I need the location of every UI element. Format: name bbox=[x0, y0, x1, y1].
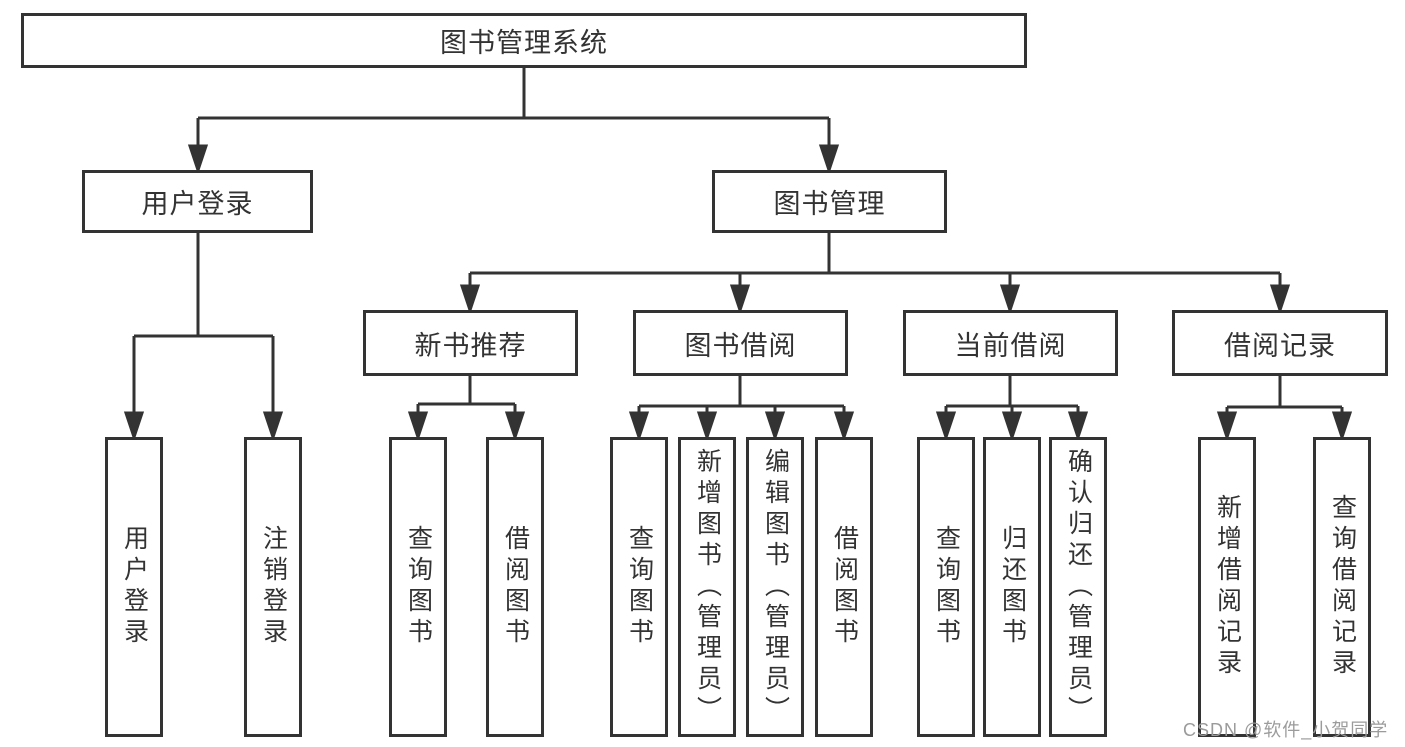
leaf-bb-query-book: 查询图书 bbox=[610, 437, 668, 737]
leaf-cb-confirm-return-admin-label: 确认归还（管理员） bbox=[1064, 447, 1093, 727]
node-book-management-module: 图书管理 bbox=[712, 170, 947, 233]
node-borrow-record-label: 借阅记录 bbox=[1224, 330, 1336, 361]
leaf-bb-edit-book-admin: 编辑图书（管理员） bbox=[746, 437, 804, 737]
connector-root-to-level2 bbox=[187, 68, 840, 175]
leaf-br-query-record-label: 查询借阅记录 bbox=[1328, 494, 1357, 680]
node-book-borrow-label: 图书借阅 bbox=[684, 330, 797, 361]
leaf-bb-edit-book-admin-label: 编辑图书（管理员） bbox=[761, 447, 790, 727]
leaf-bb-borrow-book: 借阅图书 bbox=[815, 437, 873, 737]
leaf-nb-borrow-book: 借阅图书 bbox=[486, 437, 544, 737]
leaf-bb-add-book-admin: 新增图书（管理员） bbox=[678, 437, 736, 737]
connector-new-book-rec-children bbox=[407, 376, 526, 442]
connector-current-borrow-children bbox=[935, 376, 1089, 442]
node-user-login-module-label: 用户登录 bbox=[141, 189, 254, 219]
node-book-management-module-label: 图书管理 bbox=[773, 189, 886, 219]
leaf-nb-borrow-book-label: 借阅图书 bbox=[501, 525, 530, 649]
leaf-cb-query-book-label: 查询图书 bbox=[932, 525, 961, 649]
leaf-cb-query-book: 查询图书 bbox=[917, 437, 975, 737]
node-book-borrow: 图书借阅 bbox=[633, 310, 848, 376]
leaf-bb-query-book-label: 查询图书 bbox=[625, 525, 654, 649]
leaf-user-login: 用户登录 bbox=[105, 437, 163, 737]
leaf-logout-label: 注销登录 bbox=[259, 525, 288, 649]
leaf-bb-add-book-admin-label: 新增图书（管理员） bbox=[693, 447, 722, 727]
leaf-user-login-label: 用户登录 bbox=[120, 525, 149, 649]
connector-book-mgmt-children bbox=[459, 233, 1291, 315]
leaf-cb-confirm-return-admin: 确认归还（管理员） bbox=[1049, 437, 1107, 737]
leaf-cb-return-book: 归还图书 bbox=[983, 437, 1041, 737]
node-user-login-module: 用户登录 bbox=[82, 170, 313, 233]
leaf-br-add-record: 新增借阅记录 bbox=[1198, 437, 1256, 737]
connector-borrow-record-children bbox=[1216, 376, 1353, 442]
leaf-br-query-record: 查询借阅记录 bbox=[1313, 437, 1371, 737]
node-borrow-record: 借阅记录 bbox=[1172, 310, 1388, 376]
node-root-system: 图书管理系统 bbox=[21, 13, 1027, 68]
leaf-logout: 注销登录 bbox=[244, 437, 302, 737]
node-root-system-label: 图书管理系统 bbox=[440, 28, 608, 58]
node-new-book-recommend-label: 新书推荐 bbox=[414, 330, 527, 361]
leaf-br-add-record-label: 新增借阅记录 bbox=[1213, 494, 1242, 680]
csdn-watermark: CSDN @软件_小贺同学 bbox=[1183, 720, 1389, 740]
leaf-nb-query-book: 查询图书 bbox=[389, 437, 447, 737]
node-current-borrow-label: 当前借阅 bbox=[954, 330, 1067, 361]
connector-book-borrow-children bbox=[628, 376, 855, 442]
node-new-book-recommend: 新书推荐 bbox=[363, 310, 578, 376]
leaf-cb-return-book-label: 归还图书 bbox=[998, 525, 1027, 649]
leaf-nb-query-book-label: 查询图书 bbox=[404, 525, 433, 649]
node-current-borrow: 当前借阅 bbox=[903, 310, 1118, 376]
connector-user-login-children bbox=[123, 233, 284, 442]
leaf-bb-borrow-book-label: 借阅图书 bbox=[830, 525, 859, 649]
